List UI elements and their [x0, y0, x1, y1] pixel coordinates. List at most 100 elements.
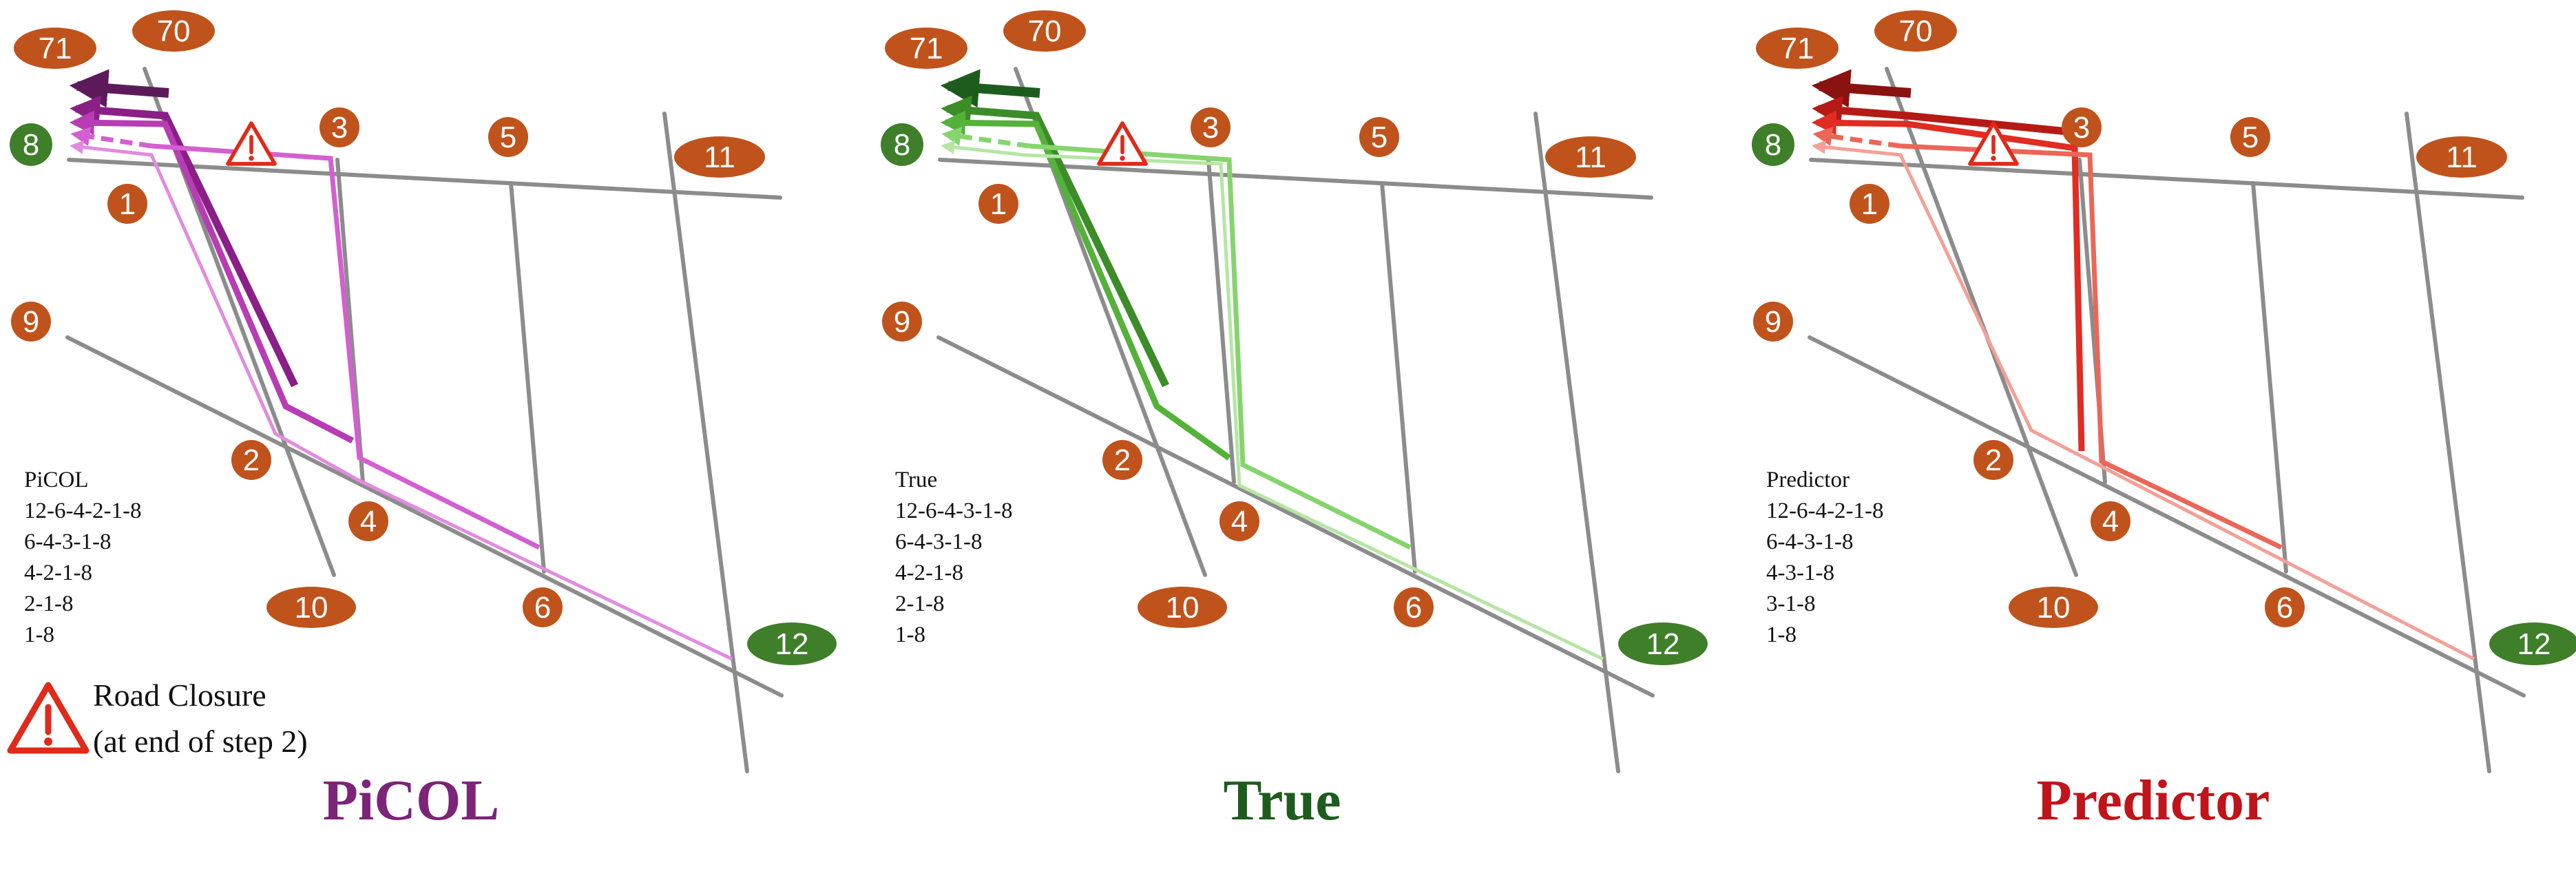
- road-segment: [2405, 112, 2491, 773]
- road-closure-warning-icon: [7, 682, 90, 754]
- route-list-item: 1-8: [24, 622, 54, 647]
- node-2: 2: [1102, 440, 1142, 480]
- node-label: 9: [23, 305, 39, 339]
- panel-title: PiCOL: [323, 768, 500, 833]
- node-label: 9: [894, 305, 910, 339]
- route-list-header: True: [895, 468, 937, 492]
- node-label: 11: [704, 140, 735, 174]
- node-12: 12: [2489, 622, 2576, 665]
- route-list-item: 4-2-1-8: [24, 561, 92, 585]
- node-10: 10: [1138, 587, 1227, 628]
- route-list-item: 6-4-3-1-8: [895, 530, 982, 554]
- node-71: 71: [14, 28, 96, 69]
- node-8: 8: [881, 123, 923, 166]
- node-12: 12: [1618, 622, 1708, 665]
- node-label: 71: [39, 32, 72, 65]
- node-label: 9: [1765, 305, 1781, 339]
- route-arrow: [940, 110, 1231, 461]
- node-label: 8: [1765, 128, 1781, 162]
- node-9: 9: [882, 302, 922, 342]
- road-segment: [1809, 158, 2524, 200]
- node-2: 2: [1973, 440, 2013, 480]
- road-closure-legend: Road Closure(at end of step 2): [7, 678, 308, 759]
- node-1: 1: [978, 184, 1018, 224]
- road-segment: [1206, 158, 1236, 484]
- route-arrow: [940, 69, 1040, 108]
- road-segment: [1808, 335, 2526, 698]
- node-label: 2: [1985, 443, 2002, 477]
- node-4: 4: [2091, 501, 2130, 541]
- node-label: 8: [23, 128, 39, 162]
- node-label: 8: [894, 128, 910, 162]
- node-3: 3: [1191, 107, 1231, 147]
- node-label: 1: [119, 187, 136, 221]
- road-closure-warning-icon: [1097, 121, 1148, 166]
- node-5: 5: [2230, 117, 2270, 157]
- route-list-item: 1-8: [895, 622, 925, 647]
- node-4: 4: [1219, 501, 1259, 541]
- route-list-item: 12-6-4-2-1-8: [24, 499, 141, 523]
- node-label: 71: [910, 32, 943, 65]
- node-1: 1: [107, 184, 147, 224]
- route-arrow: [1029, 143, 1412, 550]
- node-label: 70: [157, 14, 191, 48]
- node-10: 10: [266, 587, 356, 628]
- node-label: 6: [1405, 591, 1422, 625]
- node-label: 4: [2102, 505, 2119, 538]
- node-6: 6: [1394, 587, 1434, 627]
- node-label: 3: [1202, 111, 1219, 145]
- route-arrow: [1812, 140, 2475, 661]
- road-segment: [2251, 181, 2288, 574]
- route-list-item: 4-3-1-8: [1766, 561, 1834, 585]
- node-label: 6: [2276, 591, 2293, 625]
- node-10: 10: [2009, 587, 2098, 628]
- node-6: 6: [2265, 587, 2305, 627]
- route-list-item: 6-4-3-1-8: [24, 530, 111, 554]
- node-label: 11: [1575, 140, 1606, 174]
- road-segment: [65, 335, 784, 698]
- route-list-header: PiCOL: [24, 468, 89, 492]
- route-list-header: Predictor: [1766, 468, 1850, 492]
- route-list-item: 1-8: [1766, 622, 1797, 647]
- node-label: 1: [1861, 187, 1878, 221]
- route-arrow: [1812, 95, 2075, 136]
- road-segment: [509, 181, 546, 574]
- panel-title: True: [1223, 768, 1341, 833]
- node-label: 10: [295, 591, 328, 625]
- road-segment: [1533, 112, 1620, 773]
- node-5: 5: [488, 117, 528, 157]
- route-arrow: [70, 140, 733, 661]
- road-closure-warning-icon: [226, 121, 277, 166]
- road-segment: [936, 335, 1655, 698]
- node-label: 2: [243, 443, 260, 477]
- route-arrow-dashed: [70, 127, 152, 149]
- node-11: 11: [1545, 136, 1636, 178]
- node-70: 70: [1003, 10, 1086, 52]
- route-arrow: [1900, 143, 2283, 550]
- route-arrow: [69, 69, 169, 108]
- route-list-item: 3-1-8: [1766, 591, 1815, 616]
- route-list-item: 2-1-8: [24, 591, 73, 616]
- node-11: 11: [2416, 136, 2507, 178]
- node-11: 11: [674, 136, 765, 178]
- node-label: 4: [1231, 505, 1248, 538]
- node-1: 1: [1850, 184, 1889, 224]
- node-9: 9: [11, 302, 51, 342]
- node-label: 12: [775, 627, 809, 661]
- node-label: 6: [534, 591, 551, 625]
- legend-label: Road Closure: [93, 678, 266, 713]
- node-71: 71: [885, 28, 967, 69]
- node-6: 6: [523, 587, 563, 627]
- node-2: 2: [231, 440, 271, 480]
- node-label: 3: [2073, 111, 2090, 145]
- node-label: 4: [360, 505, 377, 538]
- node-label: 2: [1114, 443, 1131, 477]
- node-label: 70: [1899, 14, 1933, 48]
- node-label: 5: [500, 121, 516, 154]
- road-closure-warning-icon: [1968, 121, 2019, 166]
- node-9: 9: [1753, 302, 1793, 342]
